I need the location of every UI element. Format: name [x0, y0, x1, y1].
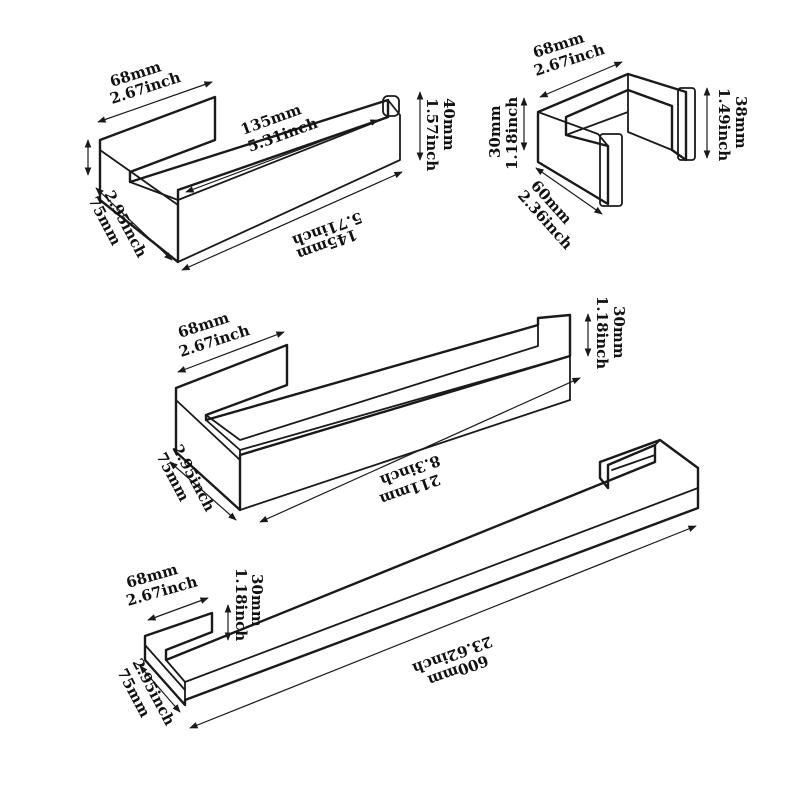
double-arrow-icon [189, 525, 697, 729]
tp-height-mm: 40mm [440, 98, 458, 151]
robe-hook-outline [536, 72, 696, 207]
towel-bar-long-dimension-lines [139, 525, 697, 729]
double-arrow-icon [169, 461, 237, 521]
towel-bar-short-outline [174, 313, 572, 512]
double-arrow-icon [95, 187, 173, 261]
double-arrow-icon [139, 665, 181, 713]
toilet-paper-holder: 68mm 2.67inch 135mm 5.31inch 40mm 1.57in… [84, 57, 458, 271]
toilet-paper-holder-dimension-lines [84, 81, 424, 271]
towel-bar-short-dimension-lines [169, 313, 592, 523]
double-arrow-icon [181, 171, 403, 271]
hook-height-mm: 38mm [732, 96, 750, 149]
double-arrow-icon [177, 331, 285, 373]
short-height-mm: 30mm [610, 306, 628, 359]
hook-thick-mm: 30mm [486, 105, 504, 158]
tp-height-in: 1.57inch [423, 98, 441, 171]
hook-thick-in: 1.18inch [503, 97, 521, 170]
short-height-in: 1.18inch [593, 296, 611, 369]
robe-hook: 68mm 2.67inch 38mm 1.49inch 30mm 1.18inc… [486, 28, 750, 253]
long-height-in: 1.18inch [232, 568, 250, 641]
towel-bar-short: 68mm 2.67inch 30mm 1.18inch 8.3inch 211m… [152, 296, 628, 523]
double-arrow-icon [97, 81, 213, 123]
double-arrow-icon [259, 377, 581, 523]
hook-height-in: 1.49inch [715, 88, 733, 161]
double-arrow-icon [539, 61, 623, 98]
double-arrow-icon [535, 167, 603, 215]
robe-hook-dimension-lines [520, 61, 711, 215]
long-height-mm: 30mm [248, 574, 266, 627]
